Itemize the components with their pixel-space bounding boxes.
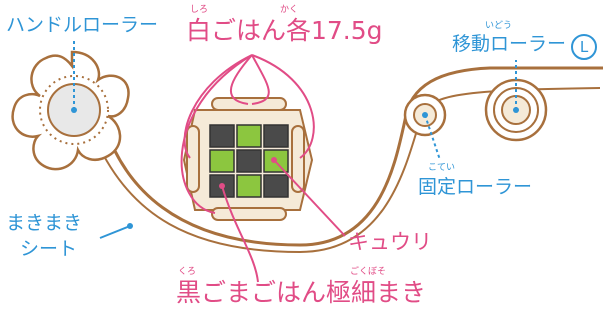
sheet-label-line2: シート <box>20 238 78 260</box>
fixed-roller-ruby: こてい <box>428 163 456 173</box>
moving-roller-mark: L <box>571 34 597 60</box>
filling-leaders <box>221 159 346 283</box>
sheet-label-line1: まきまき <box>6 212 83 234</box>
rice-leaders <box>180 54 315 214</box>
fixed-roller-leader <box>424 114 441 161</box>
fixed-roller-label: 固定ローラー <box>418 176 533 198</box>
handle-roller-label: ハンドルローラー <box>6 14 159 36</box>
moving-roller-label: 移動ローラー <box>452 33 567 55</box>
rice-ruby-kaku: かく <box>280 5 299 15</box>
makimaki-sheet-inner <box>95 87 601 254</box>
black-sesame-label: 黒ごまごはん極細まき <box>176 278 427 307</box>
sushi-roll <box>182 97 314 221</box>
black-sesame-ruby-kuro: くろ <box>178 267 197 277</box>
handle-roller <box>11 50 130 171</box>
cucumber-label: キュウリ <box>348 230 432 254</box>
rice-label: 白ごはん各17.5g <box>186 16 383 45</box>
moving-roller-ruby: いどう <box>485 21 513 31</box>
rice-ruby-shiro: しろ <box>190 5 209 15</box>
sheet-leader <box>99 225 131 239</box>
black-sesame-ruby-gokuboso: ごくぼそ <box>350 267 387 277</box>
makimaki-sheet <box>98 66 603 247</box>
